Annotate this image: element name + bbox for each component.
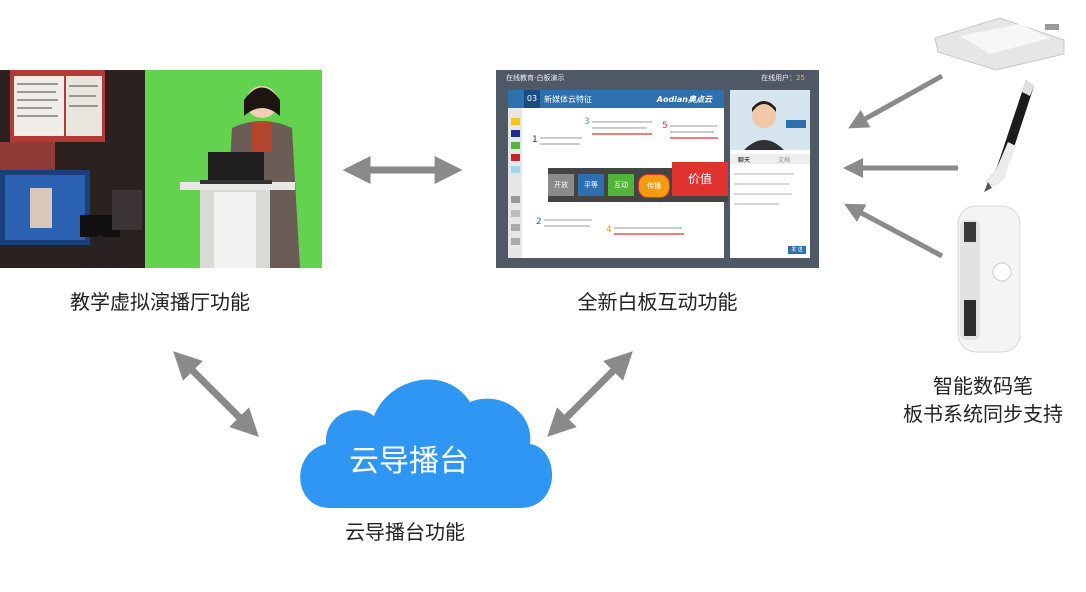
double-arrow-icon xyxy=(173,351,259,437)
film-item-interact: 互动 xyxy=(608,174,634,196)
whiteboard-toolbar xyxy=(508,108,522,258)
svg-text:4: 4 xyxy=(606,225,612,235)
tab-document[interactable]: 文档 xyxy=(778,157,791,164)
color-lightblue-swatch[interactable] xyxy=(511,166,520,173)
double-arrow-icon xyxy=(547,351,633,437)
color-navy-swatch[interactable] xyxy=(511,130,520,137)
svg-text:5: 5 xyxy=(662,121,668,131)
cloud-icon xyxy=(300,379,553,508)
slide-number: 03 xyxy=(524,90,540,108)
film-item-spread: 传播 xyxy=(638,174,670,198)
film-item-equal: 平等 xyxy=(578,174,604,196)
caption-cloud-director: 云导播台功能 xyxy=(345,520,465,544)
color-green-swatch[interactable] xyxy=(511,142,520,149)
clear-icon[interactable] xyxy=(511,224,520,231)
slide-title: 新媒体云特征 xyxy=(544,95,592,104)
svg-text:1: 1 xyxy=(532,135,538,145)
caption-whiteboard: 全新白板互动功能 xyxy=(577,290,738,314)
slide-header: 03 新媒体云特征 Aodian奥点云 xyxy=(508,90,724,108)
aodian-logo: Aodian奥点云 xyxy=(656,95,712,104)
film-strip: 开放 平等 互动 传播 价值 xyxy=(548,162,728,202)
eraser-icon[interactable] xyxy=(511,210,520,217)
whiteboard-screenshot: 在线教育-白板演示 在线用户：25 03 新媒体云特征 Aodian奥点云 xyxy=(496,70,819,268)
teacher-video xyxy=(730,90,810,150)
svg-text:2: 2 xyxy=(536,217,542,227)
lock-icon[interactable] xyxy=(511,238,520,245)
arrow-left-icon xyxy=(848,73,944,129)
chat-messages xyxy=(734,173,794,205)
online-users-count: 25 xyxy=(796,74,805,82)
slide-annotations: 3 5 1 2 4 xyxy=(532,117,718,235)
arrow-left-icon xyxy=(844,203,944,259)
online-users-label: 在线用户： xyxy=(761,74,797,82)
film-item-value: 价值 xyxy=(672,162,728,196)
pen-stand-icon xyxy=(934,17,1065,71)
caption-pen-line1: 智能数码笔 xyxy=(933,374,1033,398)
caption-pen-line2: 板书系统同步支持 xyxy=(903,402,1063,426)
studio-illustration xyxy=(0,70,322,268)
digital-pen-icon xyxy=(984,80,1034,192)
svg-text:3: 3 xyxy=(584,117,590,127)
cloud-label: 云导播台 xyxy=(349,444,469,479)
chat-tabs: 聊天 文档 xyxy=(730,154,810,164)
whiteboard-canvas[interactable]: 03 新媒体云特征 Aodian奥点云 xyxy=(508,90,728,258)
pen-tool-icon[interactable] xyxy=(511,196,520,203)
send-button[interactable]: 发 送 xyxy=(788,246,806,254)
film-item-open: 开放 xyxy=(548,174,574,196)
virtual-studio-photo xyxy=(0,70,322,268)
whiteboard-window-title: 在线教育-白板演示 xyxy=(506,74,565,82)
color-red-swatch[interactable] xyxy=(511,154,520,161)
caption-virtual-studio: 教学虚拟演播厅功能 xyxy=(70,290,250,314)
tab-chat[interactable]: 聊天 xyxy=(738,157,751,164)
online-users: 在线用户：25 xyxy=(761,73,805,83)
pen-box-icon xyxy=(957,205,1021,353)
color-yellow-swatch[interactable] xyxy=(511,118,520,125)
whiteboard-side-panel: 聊天 文档 发 送 xyxy=(730,90,810,258)
